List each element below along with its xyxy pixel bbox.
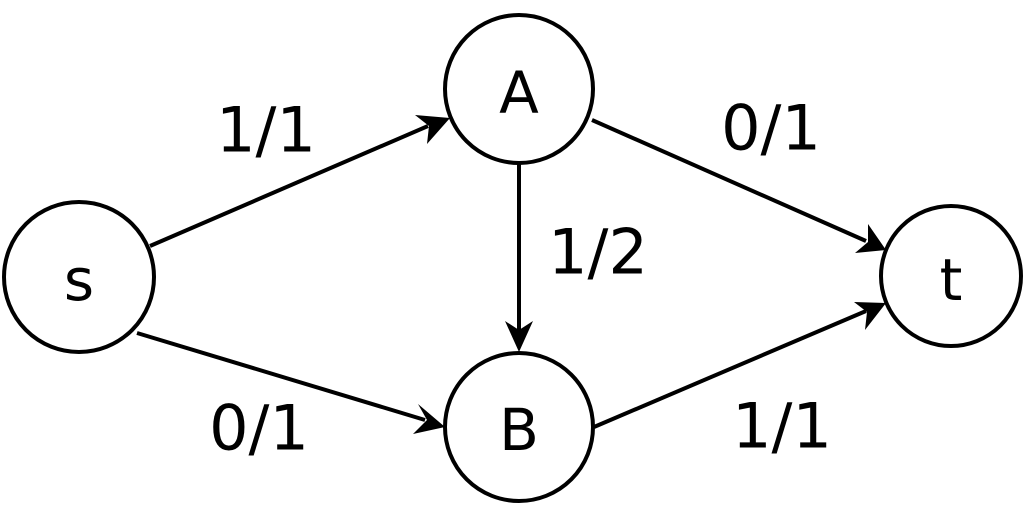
arrowhead-a-b xyxy=(505,321,533,352)
edge-label-a-t: 0/1 xyxy=(721,92,821,165)
arrowhead-s-b xyxy=(413,404,445,434)
edge-label-b-t: 1/1 xyxy=(732,390,832,463)
node-t: t xyxy=(879,204,1023,348)
node-label-s: s xyxy=(64,246,94,314)
edge-s-a xyxy=(149,115,450,248)
edge-s-b xyxy=(136,331,445,434)
edge-a-b xyxy=(505,164,533,352)
edge-label-s-a: 1/1 xyxy=(216,94,316,167)
edge-label-a-b: 1/2 xyxy=(548,216,648,289)
arrowhead-a-t xyxy=(855,224,886,253)
node-a: A xyxy=(443,13,595,165)
arrowhead-b-t xyxy=(854,302,886,330)
edge-label-s-b: 0/1 xyxy=(209,392,309,465)
node-label-b: B xyxy=(499,396,539,464)
node-b: B xyxy=(443,351,595,503)
arrowhead-s-a xyxy=(415,115,450,144)
edge-a-t xyxy=(591,118,886,253)
node-label-t: t xyxy=(940,246,963,314)
edge-b-t xyxy=(593,302,886,429)
node-s: s xyxy=(2,200,156,354)
node-label-a: A xyxy=(499,59,539,127)
